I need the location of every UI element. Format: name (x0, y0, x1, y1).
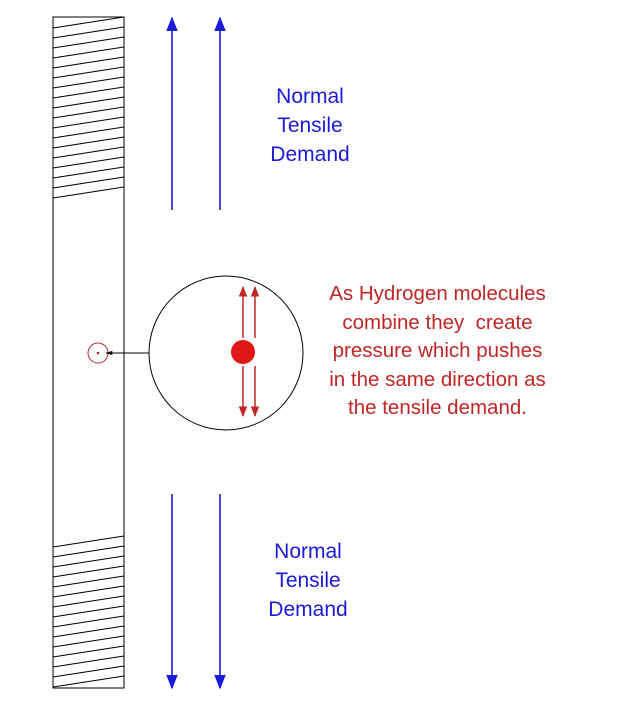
defect-site-dot (96, 351, 100, 355)
explanation-text: As Hydrogen molecules combine they creat… (300, 280, 575, 423)
hydrogen-molecule (231, 340, 255, 364)
pressure-arrows (238, 285, 260, 418)
explanation-line2: combine they create (342, 310, 533, 334)
bottom-demand-label: Normal Tensile Demand (248, 537, 368, 624)
top-demand-line3: Demand (270, 143, 350, 166)
bottom-demand-line2: Tensile (275, 569, 341, 592)
lower-thread-hatching (52, 535, 125, 688)
bottom-demand-line1: Normal (274, 540, 342, 563)
explanation-line1: As Hydrogen molecules (329, 282, 546, 305)
top-demand-line2: Tensile (277, 114, 343, 137)
upper-thread-hatching (52, 16, 125, 199)
magnified-detail-circle (148, 275, 304, 431)
bottom-demand-line3: Demand (268, 598, 348, 621)
top-demand-line1: Normal (276, 85, 344, 108)
explanation-line4: in the same direction as (329, 367, 546, 391)
explanation-line5: the tensile demand. (348, 396, 527, 419)
explanation-line3: pressure which pushes (332, 339, 543, 362)
top-demand-label: Normal Tensile Demand (250, 82, 370, 169)
